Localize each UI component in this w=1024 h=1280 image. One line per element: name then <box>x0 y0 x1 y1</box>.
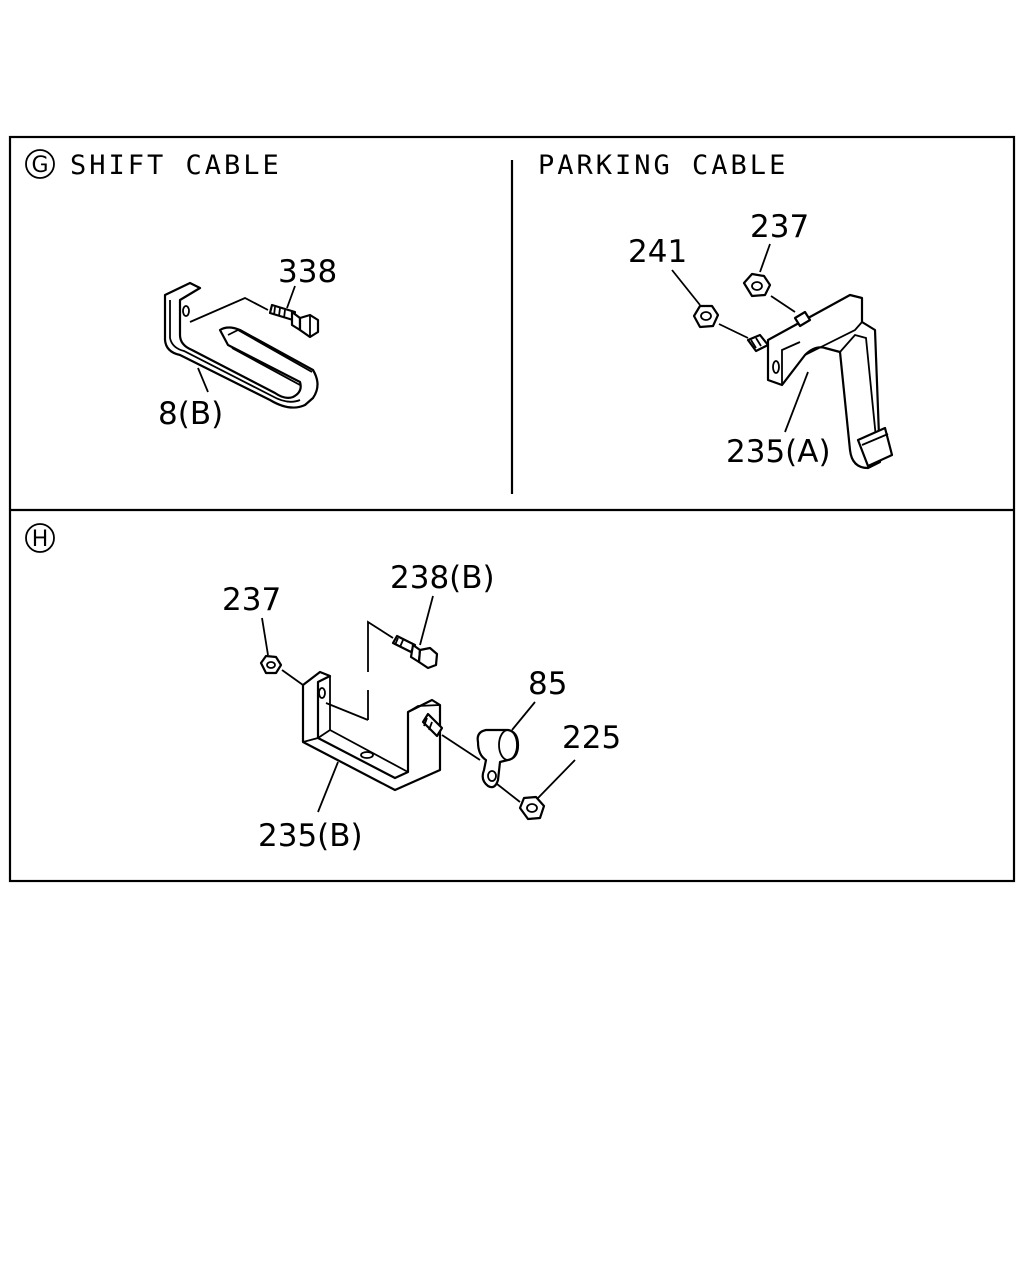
guide-bracket-hole <box>325 702 369 721</box>
nut-237-parking <box>742 272 772 298</box>
clamp-85 <box>476 728 520 789</box>
bracket-235a <box>766 293 894 470</box>
leader-225 <box>537 759 576 799</box>
panel-shift-cable: G SHIFT CABLE 338 8(B) <box>25 149 337 432</box>
shift-cable-guide-line <box>189 297 269 323</box>
panel-h: H <box>25 523 621 854</box>
stud-bracket-235b <box>421 712 444 738</box>
leader-241 <box>671 269 701 306</box>
leader-238b <box>419 595 434 646</box>
guide-237 <box>770 295 796 313</box>
parking-title: PARKING CABLE <box>538 150 788 181</box>
nut-225 <box>518 795 546 821</box>
clamp-85-hole <box>487 770 497 782</box>
label-225: 225 <box>562 720 621 756</box>
nut-237-h <box>259 654 283 675</box>
leader-237-h <box>261 617 269 656</box>
label-8b: 8(B) <box>158 396 223 432</box>
label-338: 338 <box>278 254 337 290</box>
panel-g-marker: G <box>31 153 48 178</box>
label-237-parking: 237 <box>750 209 809 245</box>
panel-h-marker-circle <box>25 523 55 553</box>
label-241: 241 <box>628 234 687 270</box>
leader-235b <box>317 761 339 813</box>
guide-clamp <box>441 734 481 761</box>
label-237-h: 237 <box>222 582 281 618</box>
bracket-235b-hole-floor <box>360 751 374 759</box>
panel-g-title: SHIFT CABLE <box>70 150 282 181</box>
panel-h-marker: H <box>32 527 49 552</box>
bolt-238b <box>391 634 439 670</box>
bracket-8b <box>163 281 319 409</box>
bracket-8b-hole <box>182 305 190 317</box>
guide-225 <box>496 783 521 803</box>
guide-237-h <box>281 669 304 686</box>
leader-235a <box>784 371 809 433</box>
bolt-338 <box>268 303 320 339</box>
leader-85 <box>511 701 536 731</box>
leader-237-parking <box>759 243 771 273</box>
label-235b: 235(B) <box>258 818 363 854</box>
stud-lower <box>746 333 770 353</box>
label-235a: 235(A) <box>726 434 831 470</box>
label-238b: 238(B) <box>390 560 495 596</box>
nut-241-parking <box>692 304 720 329</box>
panel-g-marker-circle <box>25 149 55 179</box>
panel-parking-cable: PARKING CABLE <box>538 150 894 470</box>
guide-241 <box>718 323 749 339</box>
stud-upper <box>793 310 812 328</box>
guide-238b <box>367 620 394 672</box>
leader-338 <box>286 285 296 309</box>
bracket-235a-hole <box>772 360 780 374</box>
leader-8b <box>197 367 209 393</box>
bracket-235b <box>301 670 442 792</box>
bracket-235b-hole-side <box>318 687 326 699</box>
label-85: 85 <box>528 666 567 702</box>
